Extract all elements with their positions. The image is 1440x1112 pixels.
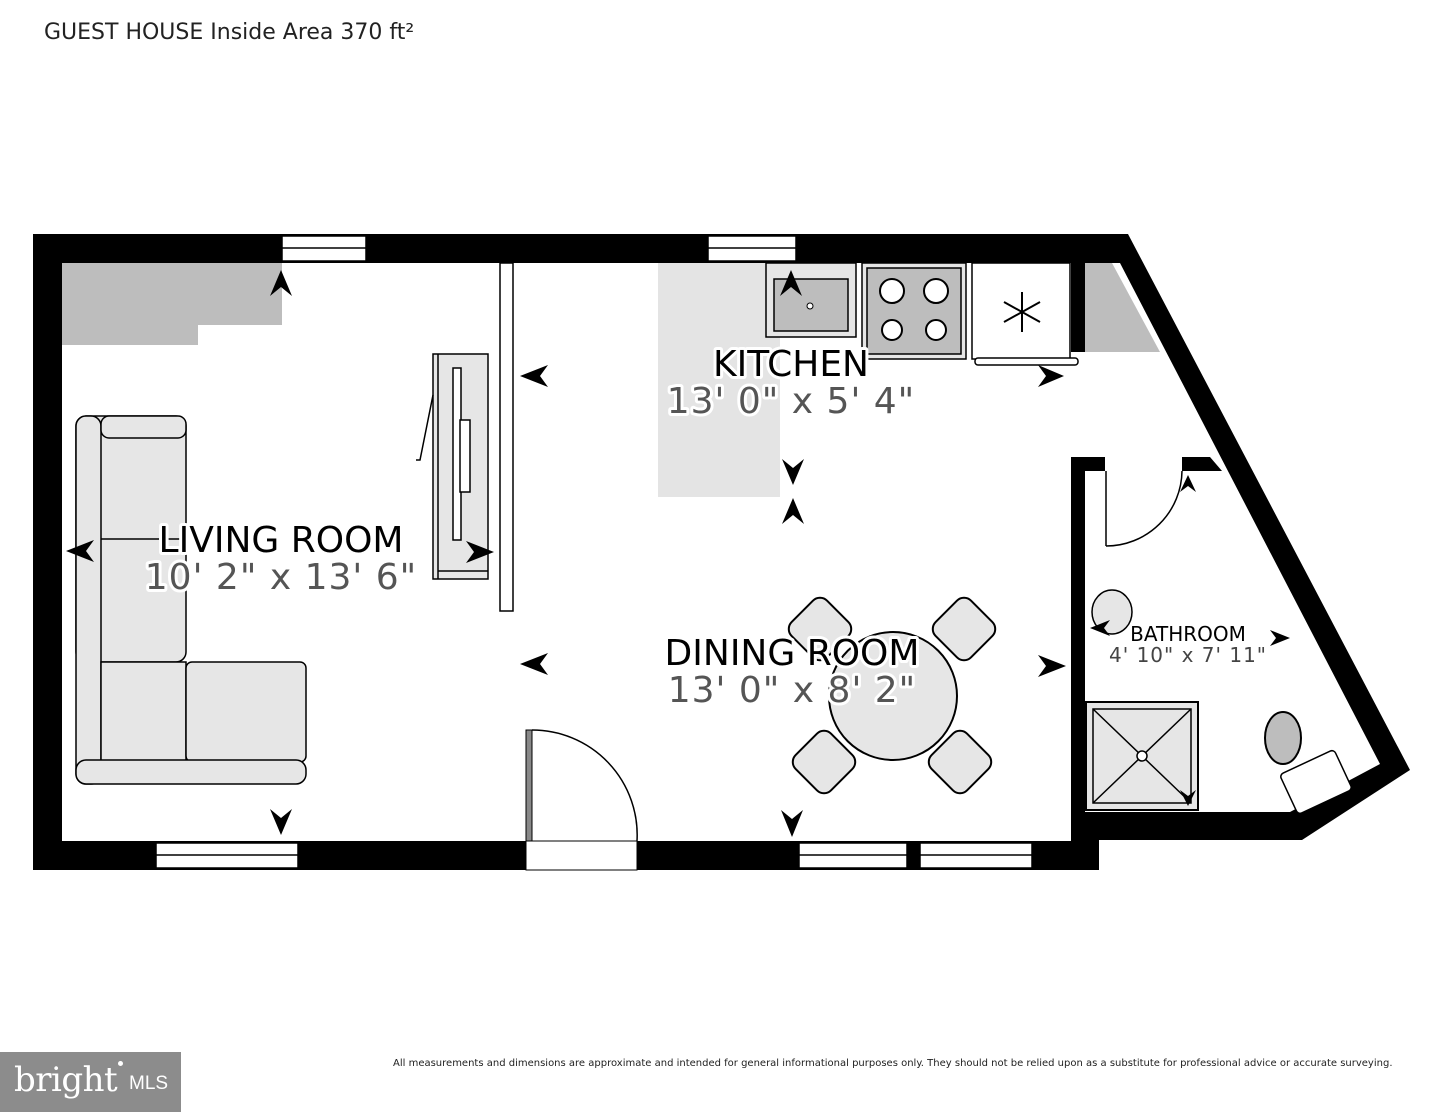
partition-wall	[499, 262, 514, 612]
logo-main-text: bright	[14, 1060, 118, 1100]
logo-dot-icon	[118, 1061, 123, 1066]
dining-room-name: DINING ROOM	[665, 633, 920, 674]
entry-door	[525, 729, 638, 871]
logo-sub-text: MLS	[129, 1073, 169, 1094]
bright-mls-logo: bright MLS	[0, 1052, 181, 1112]
kitchen-sink	[765, 262, 857, 338]
dining-set	[787, 596, 997, 795]
bathroom-dims: 4' 10" x 7' 11"	[1109, 643, 1267, 667]
page-title: GUEST HOUSE Inside Area 370 ft²	[44, 20, 415, 45]
closet-shade	[1085, 263, 1160, 352]
bathroom-door	[1105, 470, 1183, 547]
bathroom-name: BATHROOM	[1130, 622, 1246, 646]
kitchen-dims: 13' 0" x 5' 4"	[667, 381, 916, 422]
dining-room-dims: 13' 0" x 8' 2"	[668, 670, 917, 711]
living-room-dims: 10' 2" x 13' 6"	[145, 557, 417, 598]
tv-console	[416, 353, 489, 580]
direction-arrows	[66, 270, 1290, 837]
disclaimer-text: All measurements and dimensions are appr…	[393, 1058, 1393, 1069]
kitchen-name: KITCHEN	[713, 344, 869, 385]
sectional-sofa	[75, 415, 307, 785]
kitchen-floor-shade	[658, 263, 780, 497]
stair-area	[62, 263, 282, 345]
snowflake-icon	[1003, 292, 1041, 332]
kitchen-range	[861, 262, 967, 360]
windows	[155, 235, 1033, 869]
living-room-name: LIVING ROOM	[159, 520, 404, 561]
refrigerator	[971, 262, 1079, 366]
bathroom-fixtures	[1085, 589, 1352, 815]
